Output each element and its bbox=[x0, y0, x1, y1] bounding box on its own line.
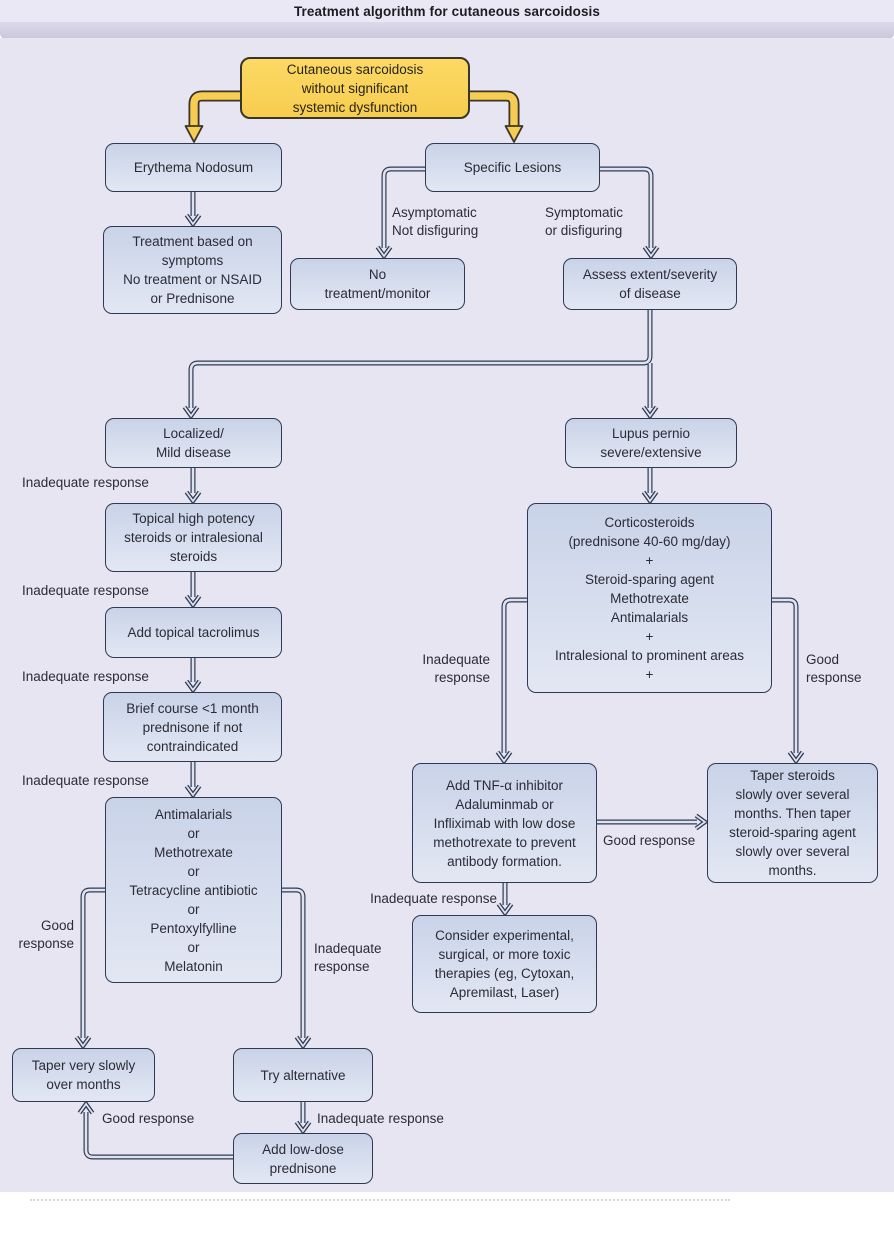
node-root: Cutaneous sarcoidosis without significan… bbox=[240, 57, 470, 119]
label-cortico-good: Good response bbox=[806, 652, 862, 685]
arrow-topical-to-tacrolimus bbox=[184, 572, 202, 609]
node-antimalarials: Antimalarials or Methotrexate or Tetracy… bbox=[105, 797, 282, 983]
arrow-erythema-to-treatment bbox=[184, 192, 202, 228]
node-add-low-dose: Add low-dose prednisone bbox=[233, 1133, 373, 1184]
arrow-lupus-to-corticosteroids bbox=[641, 468, 659, 505]
label-inadequate-response-4: Inadequate response bbox=[22, 773, 149, 788]
arrow-corticosteroids-to-tnf bbox=[495, 597, 529, 765]
label-inadequate-response-right: Inadequate response bbox=[314, 941, 382, 974]
node-tacrolimus: Add topical tacrolimus bbox=[105, 607, 282, 658]
label-cortico-inadequate: Inadequate response bbox=[422, 652, 490, 685]
arrow-localized-to-topical bbox=[184, 468, 202, 505]
caption-remnant bbox=[30, 1199, 730, 1201]
node-treatment-symptoms: Treatment based on symptoms No treatment… bbox=[103, 226, 282, 314]
label-inadequate-response-bottom: Inadequate response bbox=[317, 1111, 444, 1126]
label-asymptomatic: Asymptomatic Not disfiguring bbox=[392, 205, 479, 238]
node-tnf-inhibitor: Add TNF-α inhibitor Adaluminmab or Infli… bbox=[412, 763, 597, 883]
node-specific-lesions: Specific Lesions bbox=[425, 143, 600, 192]
label-good-response-left: Good response bbox=[18, 918, 74, 951]
arrow-tacrolimus-to-brief bbox=[184, 658, 202, 694]
label-good-response-bottom: Good response bbox=[102, 1111, 195, 1126]
node-topical-steroids: Topical high potency steroids or intrale… bbox=[105, 503, 282, 572]
node-localized-mild: Localized/ Mild disease bbox=[105, 418, 282, 468]
node-try-alternative: Try alternative bbox=[233, 1048, 373, 1102]
label-inadequate-response-3: Inadequate response bbox=[22, 669, 149, 684]
node-assess-extent: Assess extent/severity of disease bbox=[563, 258, 737, 310]
label-tnf-inadequate-response: Inadequate response bbox=[370, 891, 497, 906]
arrow-root-to-specific-lesions bbox=[467, 90, 524, 143]
node-taper-steroids: Taper steroids slowly over several month… bbox=[707, 763, 878, 883]
arrow-specific-to-no-treatment bbox=[375, 166, 427, 260]
arrow-brief-to-antimalarials bbox=[184, 762, 202, 799]
page-title: Treatment algorithm for cutaneous sarcoi… bbox=[293, 3, 601, 19]
arrow-tnf-to-taper-steroids bbox=[595, 813, 709, 831]
arrow-try-alternative-to-add-low-dose bbox=[294, 1102, 312, 1135]
arrow-root-to-erythema bbox=[184, 90, 243, 143]
title-bar: Treatment algorithm for cutaneous sarcoi… bbox=[0, 0, 894, 22]
node-taper-very-slowly: Taper very slowly over months bbox=[12, 1048, 155, 1102]
node-brief-prednisone: Brief course <1 month prednisone if not … bbox=[103, 692, 282, 762]
arrow-corticosteroids-to-taper-steroids bbox=[770, 597, 805, 765]
label-symptomatic: Symptomatic or disfiguring bbox=[545, 205, 624, 238]
arrow-antimalarials-to-try-alternative bbox=[278, 887, 312, 1050]
label-inadequate-response-2: Inadequate response bbox=[22, 583, 149, 598]
arrow-antimalarials-to-taper-slowly bbox=[74, 887, 109, 1050]
node-no-treatment-monitor: No treatment/monitor bbox=[290, 258, 465, 310]
arrow-add-low-dose-to-taper-slowly bbox=[77, 1100, 233, 1160]
node-lupus-pernio: Lupus pernio severe/extensive bbox=[565, 418, 737, 468]
arrow-assess-split bbox=[182, 310, 659, 420]
arrow-specific-to-assess bbox=[598, 166, 660, 260]
node-consider-experimental: Consider experimental, surgical, or more… bbox=[412, 915, 597, 1013]
label-inadequate-response-1: Inadequate response bbox=[22, 475, 149, 490]
node-corticosteroids: Corticosteroids (prednisone 40-60 mg/day… bbox=[527, 503, 772, 693]
arrow-tnf-to-consider bbox=[496, 883, 514, 917]
label-tnf-good-response: Good response bbox=[603, 833, 696, 848]
node-erythema-nodosum: Erythema Nodosum bbox=[105, 143, 282, 192]
